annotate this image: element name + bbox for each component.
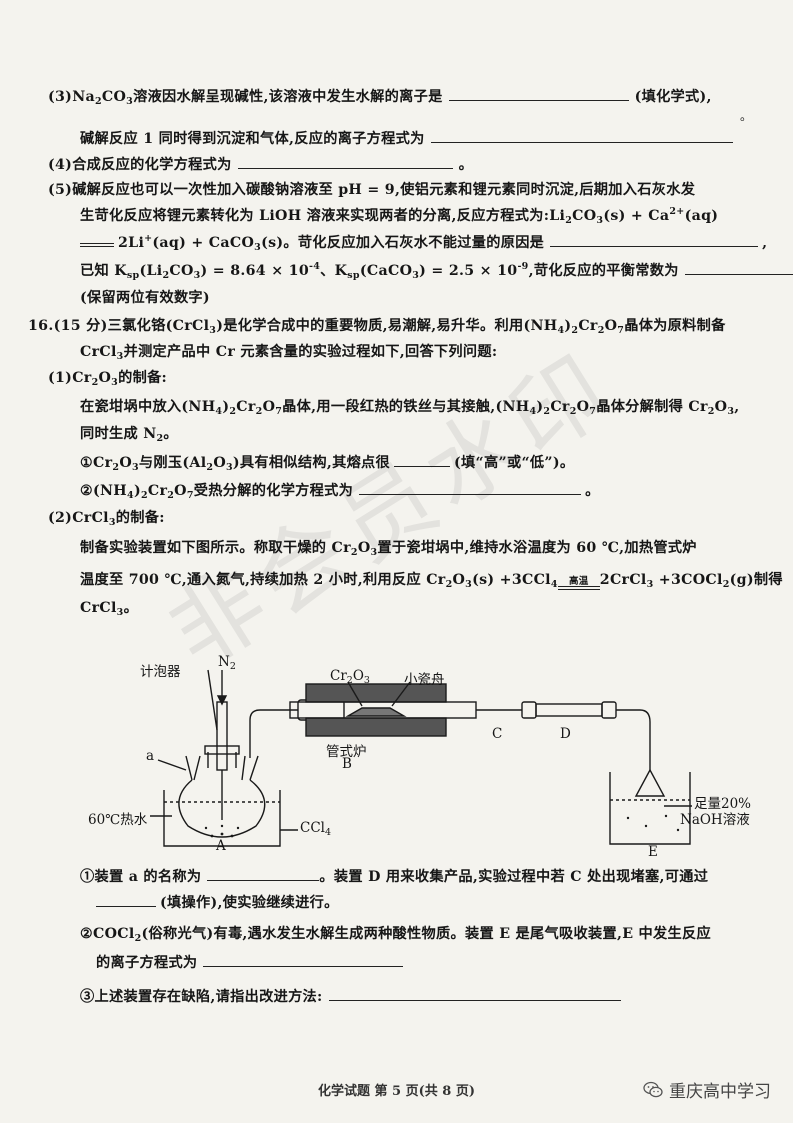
q16-1-q2: ②(NH4)2Cr2O7受热分解的化学方程式为。	[80, 480, 793, 501]
q16-1-title: (1)Cr2O3的制备:	[48, 370, 168, 388]
answer-blank[interactable]	[96, 892, 156, 907]
tube-d-cap-right	[601, 701, 617, 719]
outlet-tube	[249, 709, 298, 758]
apparatus-diagram: N2 计泡器 Cr2O3 小瓷舟 a 管式炉 B C D 60℃热水 A CCl…	[80, 630, 760, 860]
q15-5-line4: 已知 Ksp(Li2CO3) = 8.64 × 10-4、Ksp(CaCO3) …	[80, 260, 793, 281]
label-e: E	[648, 844, 658, 860]
q16-2-line3: CrCl3。	[80, 600, 139, 618]
tube-d-cap-left	[521, 701, 537, 719]
apparatus-svg	[150, 669, 692, 847]
q16-line1: 16.(15 分)三氯化铬(CrCl3)是化学合成中的重要物质,易潮解,易升华。…	[28, 318, 726, 336]
label-bubbler: 计泡器	[140, 664, 181, 680]
three-neck-flask	[178, 779, 266, 838]
porcelain-boat	[345, 707, 407, 717]
flask-side-neck-right	[241, 755, 259, 781]
leader-cr2o3	[347, 681, 363, 707]
inverted-funnel	[634, 768, 666, 797]
label-naoh-2: NaOH溶液	[680, 812, 750, 828]
label-a-apparatus: A	[216, 838, 226, 854]
flask-side-neck-left	[185, 755, 201, 781]
wechat-icon	[643, 1081, 663, 1097]
flask-stopper	[204, 745, 240, 755]
answer-blank[interactable]	[448, 86, 629, 101]
q15-3-line1-end: 。	[740, 109, 753, 123]
brand-name: 重庆高中学习	[669, 1082, 771, 1102]
label-c: C	[492, 726, 503, 742]
bubbler-tube	[216, 701, 228, 771]
q15-3-line2: 碱解反应 1 同时得到沉淀和气体,反应的离子方程式为	[80, 128, 793, 149]
answer-blank[interactable]	[203, 952, 404, 967]
q16-2-qc-line1: ③上述装置存在缺陷,请指出改进方法:	[80, 986, 793, 1007]
q15-5-line3: 2Li+(aq) + CaCO3(s)。苛化反应加入石灰水不能过量的原因是,	[80, 232, 793, 253]
q16-1-q1: ①Cr2O3与刚玉(Al2O3)具有相似结构,其熔点很(填“高”或“低”)。	[80, 452, 793, 473]
answer-blank[interactable]	[684, 260, 793, 275]
q16-2-line1: 制备实验装置如下图所示。称取干燥的 Cr2O3置于瓷坩埚中,维持水浴温度为 60…	[80, 540, 697, 558]
water-bath	[163, 790, 281, 847]
label-bath: 60℃热水	[88, 812, 148, 828]
answer-blank[interactable]	[359, 480, 582, 495]
leader-a	[157, 759, 187, 771]
label-furnace: 管式炉	[326, 744, 367, 760]
label-boat: 小瓷舟	[404, 672, 445, 688]
leader-bubbler	[207, 669, 218, 731]
q16-2-qb-line2: 的离子方程式为	[96, 952, 793, 973]
q15-4-line: (4)合成反应的化学方程式为。	[48, 154, 793, 175]
q16-2-qb-line1: ②COCl2(俗称光气)有毒,遇水发生水解生成两种酸性物质。装置 E 是尾气吸收…	[80, 926, 711, 944]
answer-blank[interactable]	[207, 866, 320, 881]
q16-1-line2: 同时生成 N2。	[80, 426, 178, 444]
label-d: D	[560, 726, 571, 742]
label-cr2o3: Cr2O3	[330, 668, 370, 686]
answer-blank[interactable]	[394, 452, 451, 467]
label-n2: N2	[218, 654, 236, 672]
tube-connector-left	[297, 699, 345, 721]
label-b: B	[342, 756, 352, 772]
label-ccl4: CCl4	[300, 820, 332, 838]
high-temp-arrow: 高温	[557, 577, 600, 590]
q16-2-qa-line2: (填操作),使实验继续进行。	[96, 892, 793, 913]
equilibrium-arrow	[80, 243, 114, 247]
beaker-e	[609, 772, 691, 845]
answer-blank[interactable]	[550, 232, 759, 247]
furnace-bottom	[305, 717, 447, 737]
label-naoh-1: 足量20%	[694, 796, 752, 812]
q16-1-line1: 在瓷坩埚中放入(NH4)2Cr2O7晶体,用一段红热的铁丝与其接触,(NH4)2…	[80, 399, 740, 417]
q16-2-line2: 温度至 700 ℃,通入氮气,持续加热 2 小时,利用反应 Cr2O3(s) +…	[80, 572, 783, 590]
page-footer: 化学试题 第 5 页(共 8 页)	[317, 1084, 476, 1099]
answer-blank[interactable]	[237, 154, 453, 169]
tube-to-e	[616, 709, 651, 770]
q16-2-qa-line1: ①装置 a 的名称为。装置 D 用来收集产品,实验过程中若 C 处出现堵塞,可通…	[80, 866, 793, 887]
answer-blank[interactable]	[430, 128, 733, 143]
q15-5-line1: (5)碱解反应也可以一次性加入碳酸钠溶液至 pH = 9,使铝元素和锂元素同时沉…	[48, 182, 696, 198]
q15-3-line1: (3)Na2CO3溶液因水解呈现碱性,该溶液中发生水解的离子是(填化学式),	[48, 86, 793, 107]
tube-d-body	[535, 703, 603, 717]
q15-5-line2: 生苛化反应将锂元素转化为 LiOH 溶液来实现两者的分离,反应方程式为:Li2C…	[80, 206, 719, 226]
q16-2-title: (2)CrCl3的制备:	[48, 510, 165, 528]
answer-blank[interactable]	[328, 986, 621, 1001]
q15-5-line5: (保留两位有效数字)	[80, 290, 210, 306]
q16-line2: CrCl3并测定产品中 Cr 元素含量的实验过程如下,回答下列问题:	[80, 344, 498, 362]
brand-tag: 重庆高中学习	[643, 1077, 771, 1102]
leader-boat	[391, 681, 411, 707]
label-a: a	[146, 748, 155, 764]
n2-arrow-head	[216, 695, 228, 706]
